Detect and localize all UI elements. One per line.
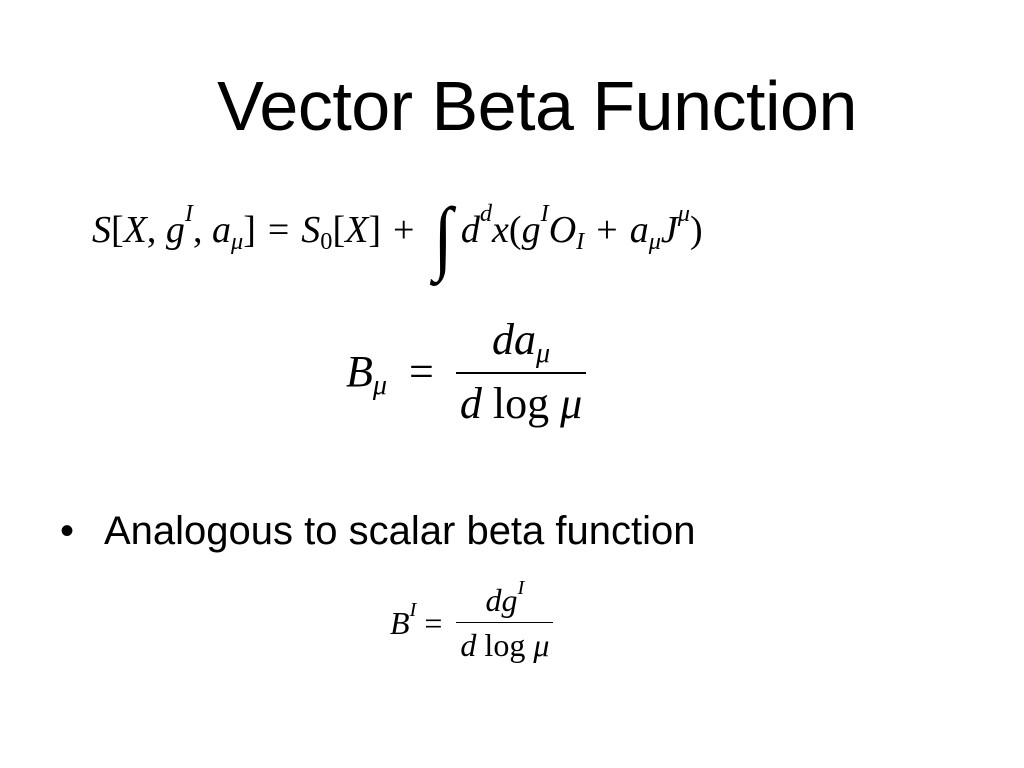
action-equation: S[X, gI, aμ]=S0[X]+∫ddx(gIOI+aμJμ) (92, 191, 703, 282)
bullet-item: • Analogous to scalar beta function (60, 508, 696, 554)
slide-title: Vector Beta Function (217, 67, 857, 145)
bullet-marker: • (60, 509, 75, 553)
scalar-beta-equation: BI = dgI d log μ (390, 577, 554, 661)
vector-beta-equation: Bμ = daμ d log μ (346, 318, 587, 426)
bullet-text: Analogous to scalar beta function (104, 509, 696, 553)
